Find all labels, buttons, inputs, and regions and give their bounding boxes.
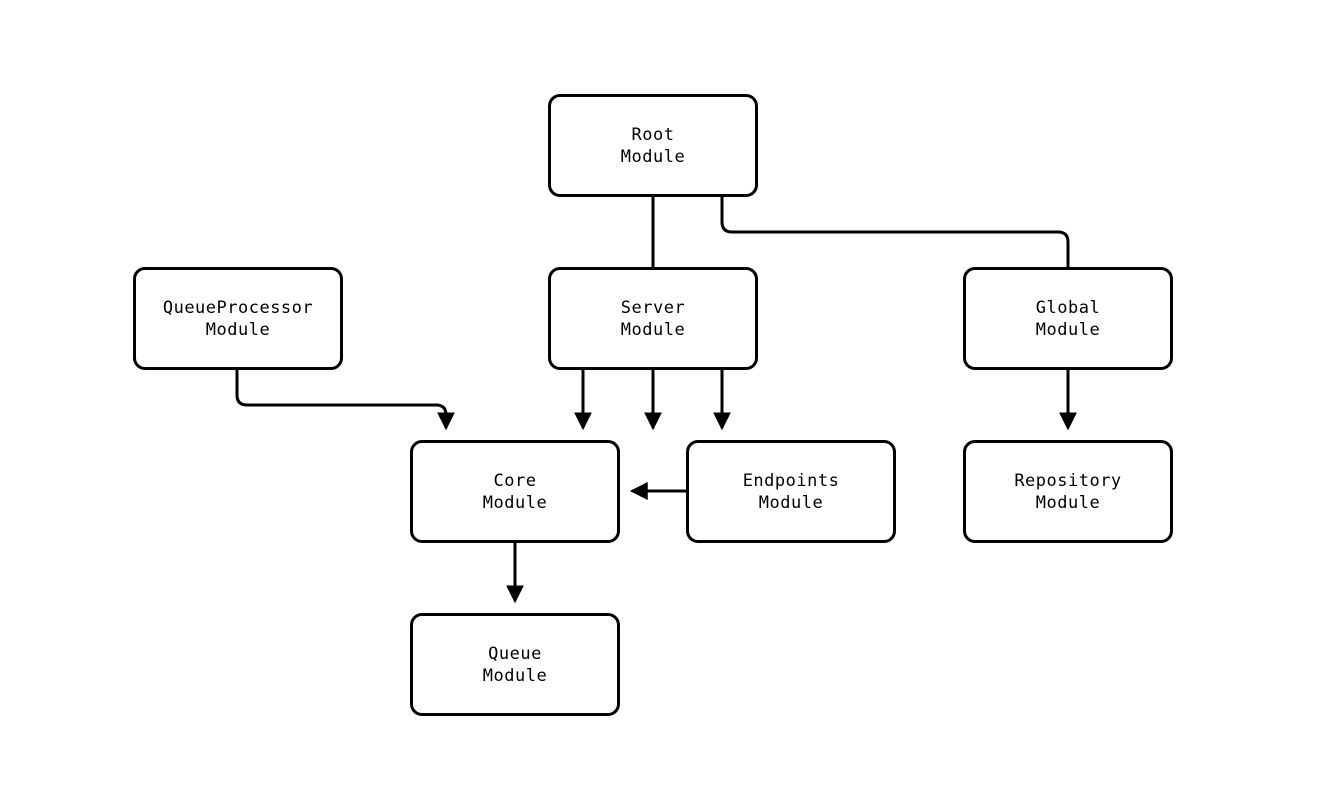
- node-label-name: Repository: [1014, 470, 1122, 491]
- node-label-suffix: Module: [1035, 319, 1101, 340]
- node-label-name: Server: [620, 297, 686, 318]
- node-label-suffix: Module: [205, 319, 271, 340]
- node-label-suffix: Module: [482, 665, 548, 686]
- node-label-suffix: Module: [620, 146, 686, 167]
- node-label-name: Queue: [488, 643, 542, 664]
- node-label-name: Endpoints: [742, 470, 840, 491]
- node-label-name: Root: [631, 124, 675, 145]
- node-label-name: Core: [493, 470, 537, 491]
- node-label-suffix: Module: [758, 492, 824, 513]
- node-label-suffix: Module: [1035, 492, 1101, 513]
- node-label-suffix: Module: [482, 492, 548, 513]
- node-label-suffix: Module: [620, 319, 686, 340]
- edge-queueprocessor-core: [235, 370, 455, 431]
- node-label-name: Global: [1035, 297, 1101, 318]
- node-label-name: QueueProcessor: [162, 297, 314, 318]
